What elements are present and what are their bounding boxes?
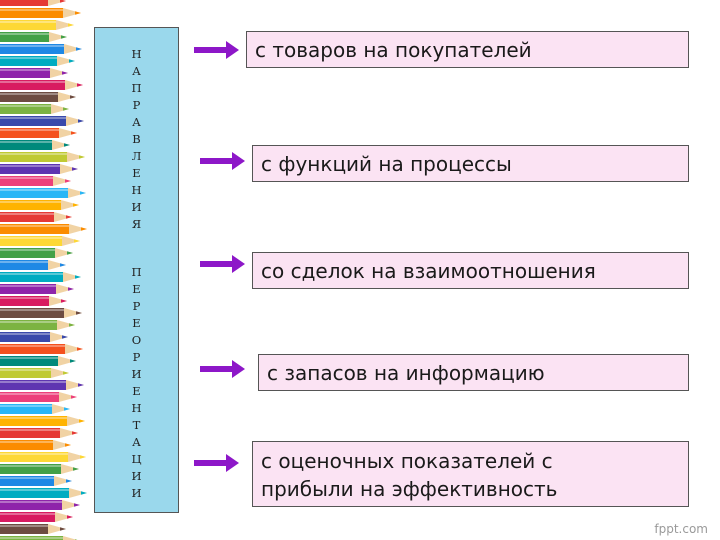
pencil-icon (0, 164, 78, 174)
pencil-icon (0, 320, 75, 330)
pencil-icon (0, 332, 68, 342)
pencil-icon (0, 152, 85, 162)
pencil-icon (0, 512, 73, 522)
pencil-icon (0, 368, 69, 378)
pencil-icon (0, 284, 74, 294)
pencil-icon (0, 92, 76, 102)
vertical-letter: А (132, 64, 141, 78)
vertical-letter: Р (132, 350, 141, 364)
pencil-icon (0, 44, 82, 54)
direction-box-4: с запасов на информацию (258, 354, 689, 391)
pencil-icon (0, 500, 80, 510)
pencil-icon (0, 272, 81, 282)
vertical-letter: И (131, 469, 142, 483)
vertical-letter: Е (132, 316, 141, 330)
arrow-icon (200, 360, 245, 378)
vertical-letter: Л (131, 149, 142, 163)
pencil-icon (0, 68, 68, 78)
direction-text: с товаров на покупателей (255, 38, 532, 62)
vertical-letter: И (131, 367, 142, 381)
vertical-letter: И (131, 200, 142, 214)
arrow-icon (200, 255, 245, 273)
pencil-icon (0, 296, 67, 306)
vertical-letter: Р (132, 299, 141, 313)
direction-box-1: с товаров на покупателей (246, 31, 689, 68)
vertical-letter: Е (132, 282, 141, 296)
direction-text: с оценочных показателей с прибыли на эфф… (261, 449, 558, 501)
vertical-letter: Я (131, 217, 142, 231)
pencil-icon (0, 380, 84, 390)
direction-box-3: со сделок на взаимоотношения (252, 252, 689, 289)
pencil-icon (0, 116, 84, 126)
vertical-letter: Е (132, 384, 141, 398)
pencil-icon (0, 56, 75, 66)
pencil-icon (0, 140, 70, 150)
pencil-icon (0, 248, 73, 258)
vertical-letter: П (131, 265, 142, 279)
pencil-icon (0, 20, 74, 30)
vertical-letter: Т (132, 418, 141, 432)
direction-text: со сделок на взаимоотношения (261, 259, 596, 283)
pencils-decoration (0, 0, 92, 540)
pencils-image (0, 0, 87, 540)
pencil-icon (0, 428, 78, 438)
direction-box-5: с оценочных показателей с прибыли на эфф… (252, 441, 689, 507)
pencil-icon (0, 404, 70, 414)
pencil-icon (0, 0, 66, 6)
pencil-icon (0, 32, 67, 42)
vertical-letter: А (132, 435, 141, 449)
pencil-icon (0, 236, 80, 246)
vertical-letter: П (131, 81, 142, 95)
pencil-icon (0, 416, 85, 426)
pencil-icon (0, 476, 72, 486)
direction-box-2: с функций на процессы (252, 145, 689, 182)
vertical-letter: Р (132, 98, 141, 112)
vertical-letter: Н (131, 401, 142, 415)
vertical-letter: Е (132, 166, 141, 180)
pencil-icon (0, 392, 77, 402)
arrow-icon (200, 152, 245, 170)
pencil-icon (0, 200, 79, 210)
pencil-icon (0, 8, 81, 18)
vertical-letter: О (131, 333, 142, 347)
direction-text: с запасов на информацию (267, 361, 545, 385)
pencil-icon (0, 80, 83, 90)
pencil-icon (0, 488, 87, 498)
pencil-icon (0, 440, 71, 450)
pencil-icon (0, 452, 86, 462)
vertical-letter: А (132, 115, 141, 129)
vertical-letter: В (132, 132, 141, 146)
pencil-icon (0, 308, 82, 318)
arrow-icon (194, 41, 239, 59)
watermark: fppt.com (654, 522, 708, 536)
pencil-icon (0, 356, 76, 366)
vertical-letter: И (131, 486, 142, 500)
pencil-icon (0, 188, 86, 198)
pencil-icon (0, 128, 77, 138)
pencil-icon (0, 536, 78, 540)
direction-text: с функций на процессы (261, 152, 512, 176)
vertical-letter: Н (131, 183, 142, 197)
vertical-letter: Н (131, 47, 142, 61)
vertical-letter: Ц (131, 452, 142, 466)
pencil-icon (0, 344, 83, 354)
pencil-icon (0, 176, 71, 186)
pencil-icon (0, 104, 69, 114)
pencil-icon (0, 260, 66, 270)
pencil-icon (0, 464, 79, 474)
pencil-icon (0, 212, 72, 222)
pencil-icon (0, 224, 87, 234)
pencil-icon (0, 524, 66, 534)
arrow-icon (194, 454, 239, 472)
